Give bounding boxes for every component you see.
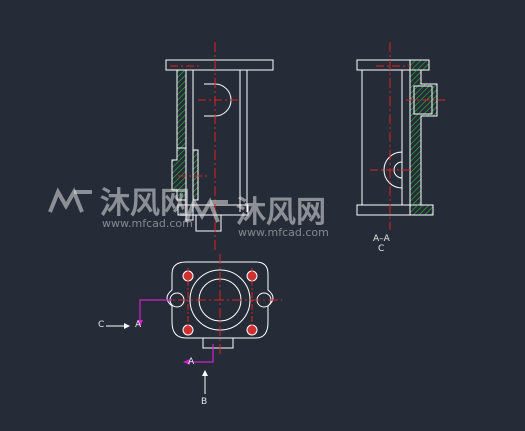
view-arrow-c-head bbox=[124, 323, 130, 329]
front-view bbox=[165, 42, 274, 250]
front-view-left-wall-section bbox=[176, 69, 187, 149]
watermark-1-text: 沐风网 bbox=[100, 186, 190, 221]
view-arrow-c bbox=[106, 323, 130, 329]
watermark-1-url: www.mfcad.com bbox=[102, 217, 193, 230]
front-view-bore-edge bbox=[185, 69, 194, 221]
view-arrow-c-label: C bbox=[98, 320, 104, 330]
section-right-wall-hatched bbox=[409, 59, 438, 216]
view-arrow-b-label: B bbox=[201, 397, 207, 407]
section-title: A–A bbox=[373, 234, 391, 244]
plan-view-spigot bbox=[202, 337, 234, 349]
cutting-plane-left-arrowhead bbox=[137, 320, 143, 327]
front-view-bottom-spigot bbox=[195, 214, 222, 232]
watermark-1: 沐风网 www.mfcad.com bbox=[48, 186, 193, 230]
mf-logo-icon bbox=[48, 187, 92, 213]
watermark-2: 沐风网 www.mfcad.com bbox=[184, 195, 329, 239]
front-view-inner-section bbox=[192, 149, 199, 201]
section-view-a-a bbox=[356, 42, 445, 230]
section-lower-bore bbox=[393, 161, 403, 179]
view-arrow-b bbox=[202, 370, 208, 394]
section-lower-boss bbox=[383, 151, 403, 189]
section-view-name: C bbox=[378, 244, 384, 254]
view-arrow-b-head bbox=[202, 370, 208, 376]
plan-view-flange-outline bbox=[166, 261, 274, 339]
cutting-plane-left-leg bbox=[139, 299, 172, 320]
watermark-2-text: 沐风网 bbox=[236, 195, 326, 230]
front-view-lower-wall-section bbox=[171, 147, 187, 201]
front-view-top-flange bbox=[165, 59, 274, 71]
plan-view bbox=[160, 254, 282, 356]
cut-label-bottom: A bbox=[188, 357, 195, 367]
watermark-2-url: www.mfcad.com bbox=[238, 226, 329, 239]
cut-label-left: A bbox=[135, 320, 142, 330]
mf-logo-icon bbox=[184, 197, 228, 223]
cutting-plane-bottom-arrowhead bbox=[183, 359, 190, 365]
cutting-plane-bottom-leg bbox=[193, 344, 214, 363]
cutting-plane-a bbox=[137, 299, 214, 365]
